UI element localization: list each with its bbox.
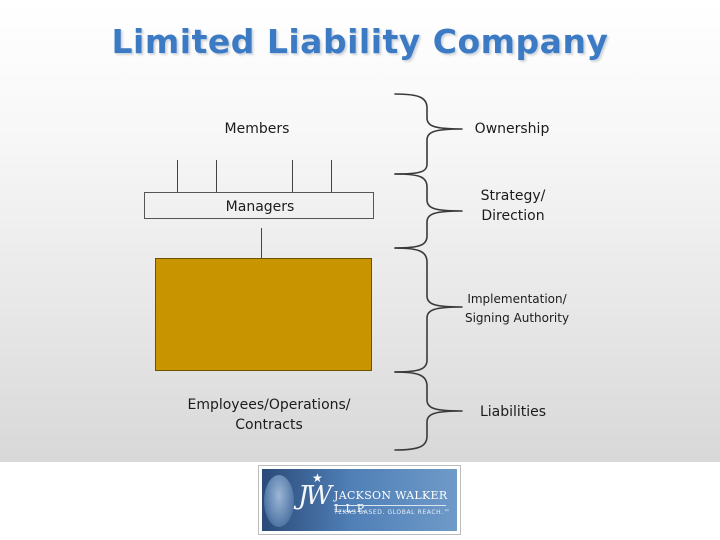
star-icon: ★ — [312, 471, 323, 485]
portrait-icon — [264, 475, 294, 527]
members-label: Members — [224, 121, 290, 137]
brace-strategy — [394, 173, 463, 249]
logo-banner: ★ JW JACKSON WALKER L.L.P. TEXAS BASED. … — [262, 469, 457, 531]
jackson-walker-logo: ★ JW JACKSON WALKER L.L.P. TEXAS BASED. … — [258, 465, 461, 535]
ownership-line-1: Ownership — [474, 121, 550, 137]
implementation-signing-label: Implementation/ Signing Authority — [447, 290, 587, 328]
employees-operations-contracts-label: Employees/Operations/ Contracts — [187, 397, 351, 433]
managers-label: Managers — [225, 199, 295, 215]
brace-implementation — [394, 247, 463, 373]
liabilities-label: Liabilities — [448, 402, 578, 422]
member-connector-2 — [216, 160, 217, 192]
ownership-label: Ownership — [447, 119, 577, 139]
member-connector-4 — [331, 160, 332, 192]
officers-box — [155, 258, 372, 371]
manager-connector — [261, 228, 262, 258]
managers-box — [144, 192, 374, 219]
member-connector-3 — [292, 160, 293, 192]
slide-background — [0, 0, 720, 462]
strategy-direction-label: Strategy/ Direction — [448, 186, 578, 226]
brace-liabilities — [394, 371, 463, 451]
brace-ownership — [394, 93, 463, 175]
strategy-line-1: Strategy/ — [480, 188, 546, 204]
logo-divider — [334, 505, 446, 506]
implementation-line-1: Implementation/ — [467, 292, 567, 306]
logo-monogram: JW — [298, 481, 332, 511]
liabilities-line-1: Liabilities — [479, 404, 547, 420]
implementation-line-2: Signing Authority — [464, 311, 570, 325]
logo-tagline: TEXAS BASED. GLOBAL REACH.™ — [334, 509, 451, 516]
slide-title: Limited Liability Company — [111, 22, 609, 61]
member-connector-1 — [177, 160, 178, 192]
strategy-line-2: Direction — [481, 208, 545, 224]
